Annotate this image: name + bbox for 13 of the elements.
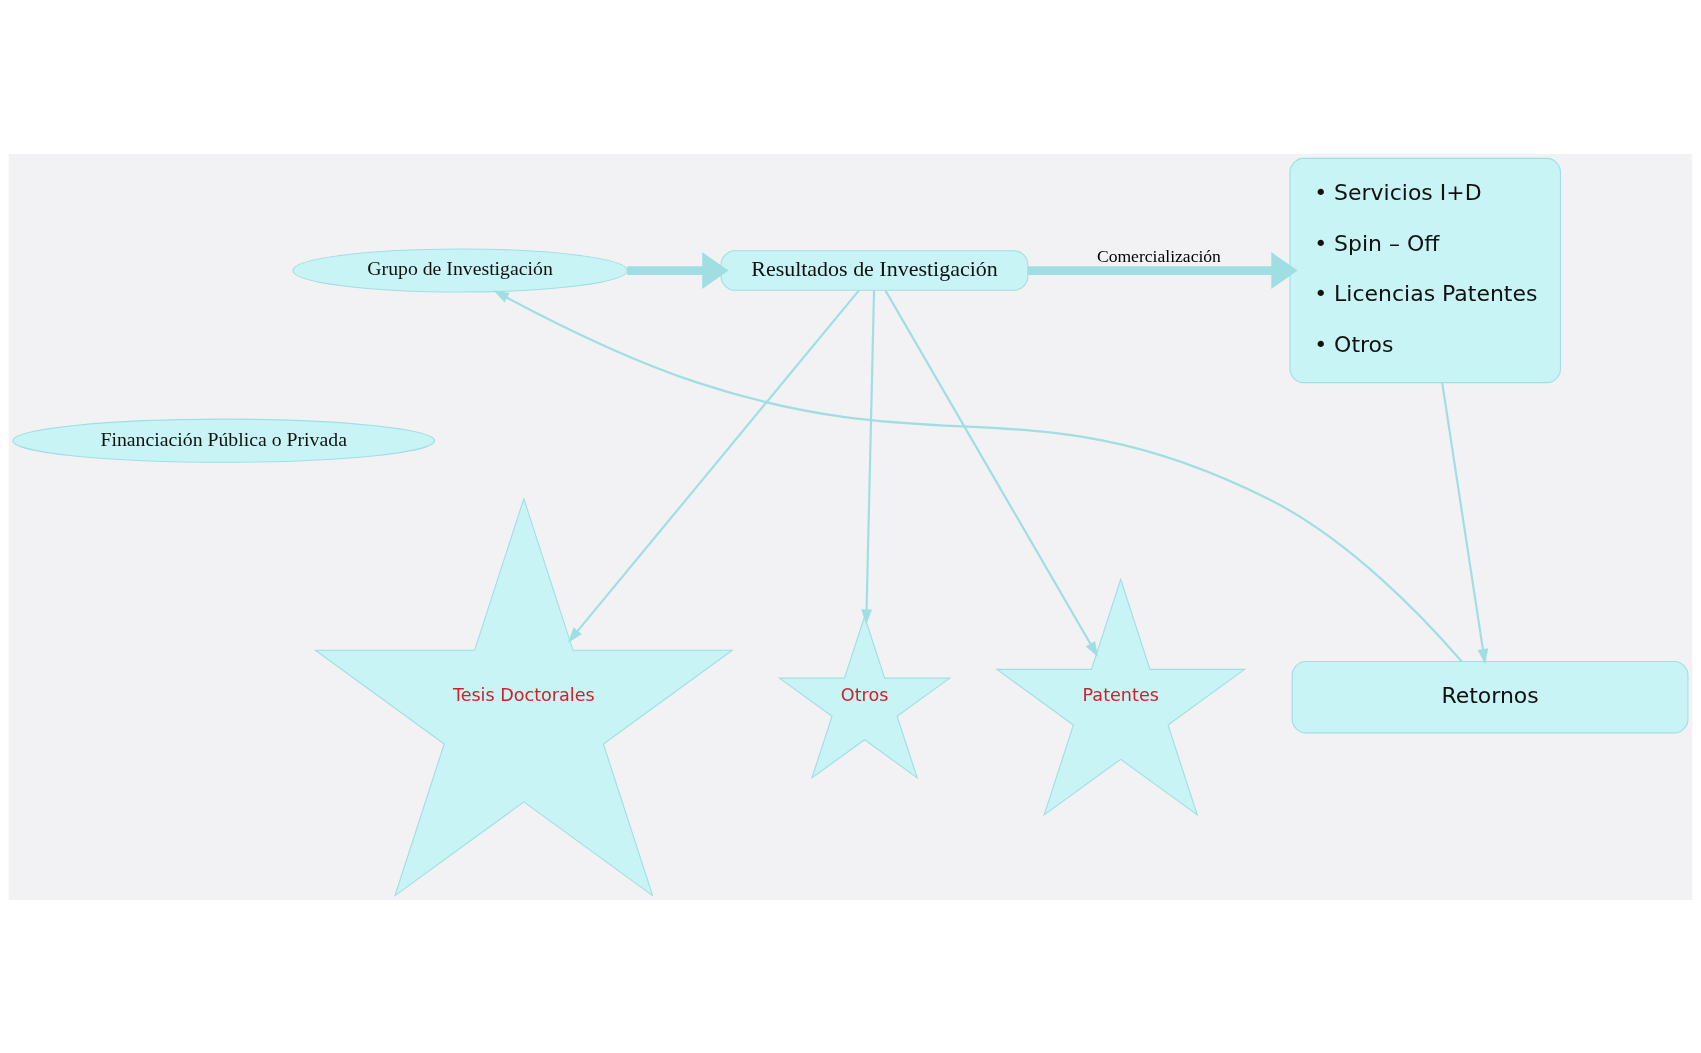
node-box: Resultados de Investigación <box>720 249 1029 291</box>
arrow <box>861 289 876 625</box>
arrow <box>1027 251 1298 289</box>
arrow <box>1441 382 1489 664</box>
node-box: Retornos <box>1291 660 1689 733</box>
edge-label: Comercialización <box>1096 245 1221 266</box>
arrow <box>493 289 1463 662</box>
node-box: • Servicios I+D • Spin – Off • Licencias Patentes • Otros <box>1289 157 1561 383</box>
arrow <box>627 251 729 289</box>
arrow <box>567 289 860 643</box>
arrow <box>884 289 1099 657</box>
node-ellipse: Grupo de Investigación <box>292 247 628 293</box>
node-ellipse: Financiación Pública o Privada <box>12 418 436 463</box>
